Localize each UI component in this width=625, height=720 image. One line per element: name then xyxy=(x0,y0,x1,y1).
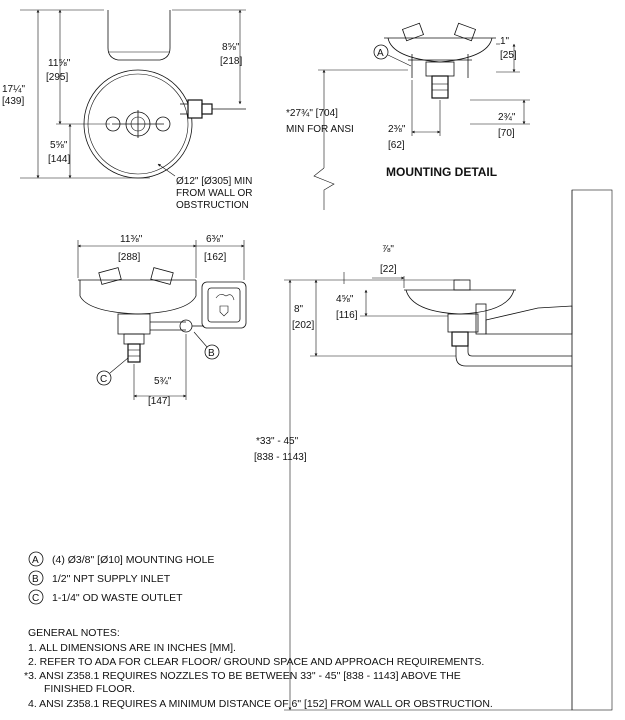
legend-a-key: A xyxy=(32,555,39,566)
front-bottom-in: 5¾" xyxy=(154,376,172,387)
callout-c-label: C xyxy=(100,374,107,385)
md-top-in: 1" xyxy=(500,36,510,47)
md-left-in: 2⅜" xyxy=(388,124,406,135)
front-width-mm: [288] xyxy=(118,252,140,263)
callout-a xyxy=(373,44,389,60)
side-height-mm: [838 - 1143] xyxy=(254,452,307,463)
callout-c xyxy=(96,370,112,386)
wall xyxy=(571,189,613,711)
top-valve-in: 5⅝" xyxy=(50,140,68,151)
legend-b-key: B xyxy=(32,574,39,585)
side-outer-mm: [202] xyxy=(292,320,314,331)
top-height-mm: [439] xyxy=(2,96,24,107)
clearance-note-2: FROM WALL OR xyxy=(176,188,252,199)
side-inner-mm: [116] xyxy=(336,310,358,321)
front-bowl xyxy=(79,280,197,315)
top-valve-mm: [144] xyxy=(48,154,70,165)
side-top-in: ⅞" xyxy=(382,244,394,255)
md-right-mm: [70] xyxy=(498,128,515,139)
legend-c-badge xyxy=(28,589,44,605)
md-ansi-label: MIN FOR ANSI xyxy=(286,124,354,135)
push-handle xyxy=(201,281,247,329)
note-1: 1. ALL DIMENSIONS ARE IN INCHES [MM]. xyxy=(28,642,236,654)
top-view: 17¼" [439] 11⅝" [295] 5⅝" [144] 8⅝" [218… xyxy=(2,9,252,211)
legend-c-key: C xyxy=(32,593,39,604)
note-2: 2. REFER TO ADA FOR CLEAR FLOOR/ GROUND … xyxy=(28,656,484,668)
mounting-bowl xyxy=(387,37,493,63)
callout-b-label: B xyxy=(208,348,215,359)
top-bowl-in: 11⅝" xyxy=(48,58,71,69)
note-3: *3. ANSI Z358.1 REQUIRES NOZZLES TO BE B… xyxy=(24,670,461,682)
general-notes: GENERAL NOTES: 1. ALL DIMENSIONS ARE IN … xyxy=(24,627,493,710)
note-4: 4. ANSI Z358.1 REQUIRES A MINIMUM DISTAN… xyxy=(28,698,493,710)
note-3-cont: FINISHED FLOOR. xyxy=(44,683,135,695)
md-ansi-in: *27¾" [704] xyxy=(286,108,338,119)
top-right-in: 8⅝" xyxy=(222,42,240,53)
notes-heading: GENERAL NOTES: xyxy=(28,627,120,639)
side-bowl xyxy=(405,289,515,315)
callout-b xyxy=(204,344,220,360)
legend: A (4) Ø3/8" [Ø10] MOUNTING HOLE B 1/2" N… xyxy=(28,551,214,605)
top-view-body xyxy=(107,10,171,61)
side-top-mm: [22] xyxy=(380,264,397,275)
clearance-note-3: OBSTRUCTION xyxy=(176,200,249,211)
front-right-mm: [162] xyxy=(204,252,226,263)
top-right-mm: [218] xyxy=(220,56,242,67)
side-inner-in: 4⅝" xyxy=(336,294,354,305)
top-bowl-mm: [295] xyxy=(46,72,68,83)
side-view: ⅞" [22] *33" - 45" [838 - 1143] 8" [202]… xyxy=(254,189,613,711)
legend-b-badge xyxy=(28,570,44,586)
mounting-detail: A 1" [25] 2¾" [70] 2⅜" [62] *27¾" [704] … xyxy=(286,22,530,210)
front-right-in: 6⅜" xyxy=(206,234,224,245)
md-right-in: 2¾" xyxy=(498,112,516,123)
legend-a-text: (4) Ø3/8" [Ø10] MOUNTING HOLE xyxy=(52,554,214,566)
legend-c-text: 1-1/4" OD WASTE OUTLET xyxy=(52,592,183,604)
legend-a-badge xyxy=(28,551,44,567)
md-left-mm: [62] xyxy=(388,140,405,151)
side-outer-in: 8" xyxy=(294,304,304,315)
side-height-in: *33" - 45" xyxy=(256,436,299,447)
front-width-in: 11⅜" xyxy=(120,234,143,245)
clearance-note-1: Ø12" [Ø305] MIN xyxy=(176,176,252,187)
legend-b-text: 1/2" NPT SUPPLY INLET xyxy=(52,573,171,585)
front-view: 11⅜" [288] 6⅜" [162] 5¾" [147] B C xyxy=(77,234,247,407)
md-top-mm: [25] xyxy=(500,50,517,61)
mounting-detail-title: MOUNTING DETAIL xyxy=(386,165,497,179)
top-height-in: 17¼" xyxy=(2,83,25,95)
callout-a-label: A xyxy=(377,48,384,59)
front-bottom-mm: [147] xyxy=(148,396,170,407)
